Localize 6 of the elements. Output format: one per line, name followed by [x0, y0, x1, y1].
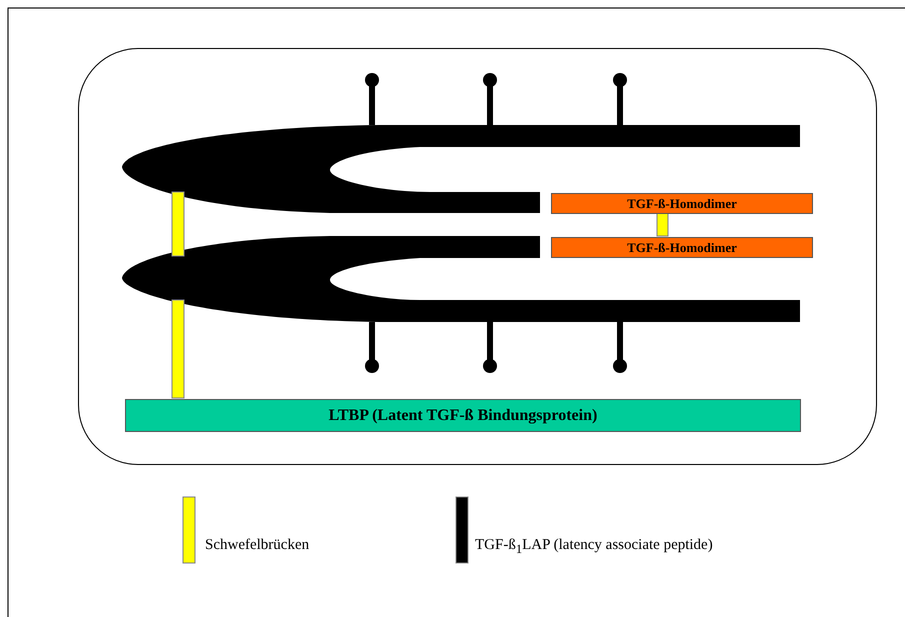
- homodimer-bar: TGF-ß-Homodimer: [551, 237, 813, 258]
- protein-bar: LTBP (Latent TGF-ß Bindungsprotein): [125, 399, 801, 432]
- legend-label: Schwefelbrücken: [205, 537, 310, 554]
- homodimer-bar: TGF-ß-Homodimer: [551, 193, 813, 214]
- legend-label: TGF-ß$_{1}$LAP (latency associate peptide): [475, 537, 713, 557]
- complex-outline: [78, 48, 877, 465]
